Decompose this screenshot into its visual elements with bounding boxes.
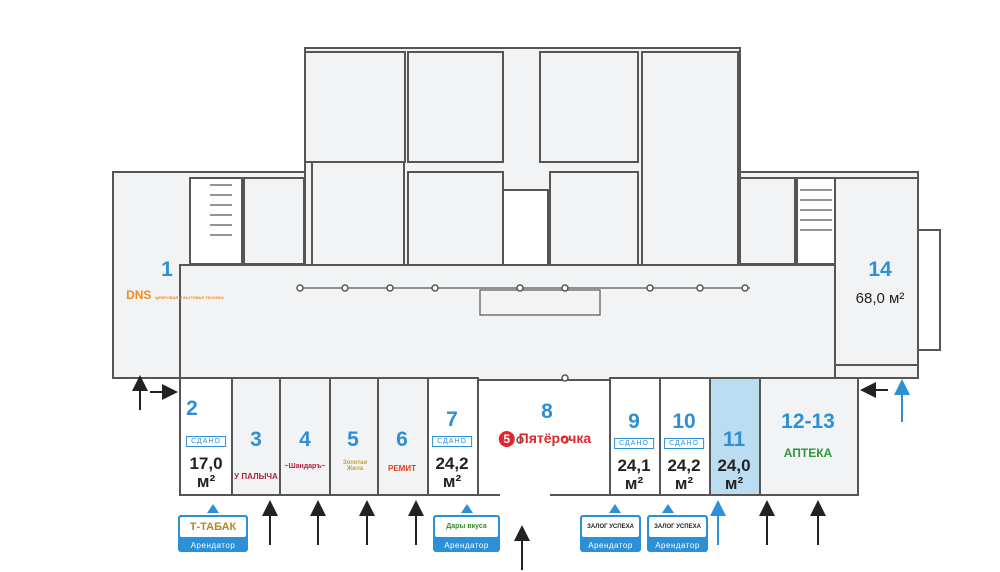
unit-7-status: СДАНО bbox=[432, 436, 472, 447]
tenant-label: Арендатор bbox=[190, 541, 236, 550]
area-value: 24,1 bbox=[617, 456, 651, 475]
unit-11-highlight bbox=[709, 377, 761, 496]
tenant-label: Арендатор bbox=[655, 541, 700, 550]
unit-8-brand: 5 Пятёрочка bbox=[498, 430, 592, 447]
area-value: 17,0 bbox=[189, 454, 223, 473]
pointer-icon bbox=[207, 504, 219, 513]
area-value: 24,2 bbox=[667, 456, 701, 475]
unit-14-number: 14 bbox=[868, 258, 892, 281]
pointer-icon bbox=[662, 504, 674, 513]
unit-10-number: 10 bbox=[672, 410, 696, 433]
area-value: 24,2 bbox=[435, 454, 469, 473]
dns-sub: ЦИФРОВАЯ И БЫТОВАЯ ТЕХНИКА bbox=[154, 295, 224, 300]
entrance-arrows bbox=[132, 375, 888, 570]
unit-9-number: 9 bbox=[628, 410, 640, 433]
tenant-label: Арендатор bbox=[588, 541, 633, 550]
unit-10-status: СДАНО bbox=[664, 438, 704, 449]
pointer-icon bbox=[461, 504, 473, 513]
tenant-label: Арендатор bbox=[444, 541, 489, 550]
dns-logo: DNS bbox=[126, 288, 152, 302]
tenant-name: ЗАЛОГ УСПЕХА bbox=[649, 517, 706, 537]
tenant-badge[interactable]: ЗАЛОГ УСПЕХА Арендатор bbox=[647, 515, 708, 552]
area-unit: м² bbox=[724, 474, 744, 493]
tenant-badge[interactable]: ЗАЛОГ УСПЕХА Арендатор bbox=[580, 515, 641, 552]
unit-8-number: 8 bbox=[541, 400, 553, 423]
tenant-name: Т-ТАБАК bbox=[180, 517, 246, 537]
unit-1-brand: DNS ЦИФРОВАЯ И БЫТОВАЯ ТЕХНИКА bbox=[126, 288, 224, 302]
unit-12-13-number: 12-13 bbox=[781, 410, 835, 433]
area-value: 24,0 bbox=[717, 456, 751, 475]
tenant-name: Дары вкуса bbox=[435, 517, 498, 537]
unit-9-status: СДАНО bbox=[614, 438, 654, 449]
pyaterochka-label: Пятёрочка bbox=[518, 430, 592, 446]
area-unit: м² bbox=[624, 474, 644, 493]
unit-1-number: 1 bbox=[161, 258, 173, 281]
unit-3-brand: У ПАЛЫЧА bbox=[234, 472, 278, 481]
area-unit: м² bbox=[196, 472, 216, 491]
unit-5-number: 5 bbox=[347, 428, 359, 451]
unit-14-area: 68,0 м² bbox=[855, 290, 905, 307]
area-unit: м² bbox=[442, 472, 462, 491]
unit-5-brand: Золотая Жила bbox=[342, 460, 368, 472]
unit-4-number: 4 bbox=[299, 428, 311, 451]
unit-2-status: СДАНО bbox=[186, 436, 226, 447]
unit-6-number: 6 bbox=[396, 428, 408, 451]
pyaterochka-icon: 5 bbox=[498, 431, 515, 447]
unit-7-number: 7 bbox=[446, 408, 458, 431]
unit-12-13-brand: АПТЕКА bbox=[783, 446, 833, 460]
tenant-name: ЗАЛОГ УСПЕХА bbox=[582, 517, 639, 537]
unit-11-number: 11 bbox=[722, 428, 746, 451]
pointer-icon bbox=[609, 504, 621, 513]
unit-3-number: 3 bbox=[250, 428, 262, 451]
unit-4-brand: ~Шандаръ~ bbox=[284, 463, 326, 470]
unit-6-brand: РЕМИТ bbox=[388, 464, 416, 473]
tenant-badge[interactable]: Т-ТАБАК Арендатор bbox=[178, 515, 248, 552]
area-unit: м² bbox=[674, 474, 694, 493]
unit-2-number: 2 bbox=[186, 397, 198, 420]
